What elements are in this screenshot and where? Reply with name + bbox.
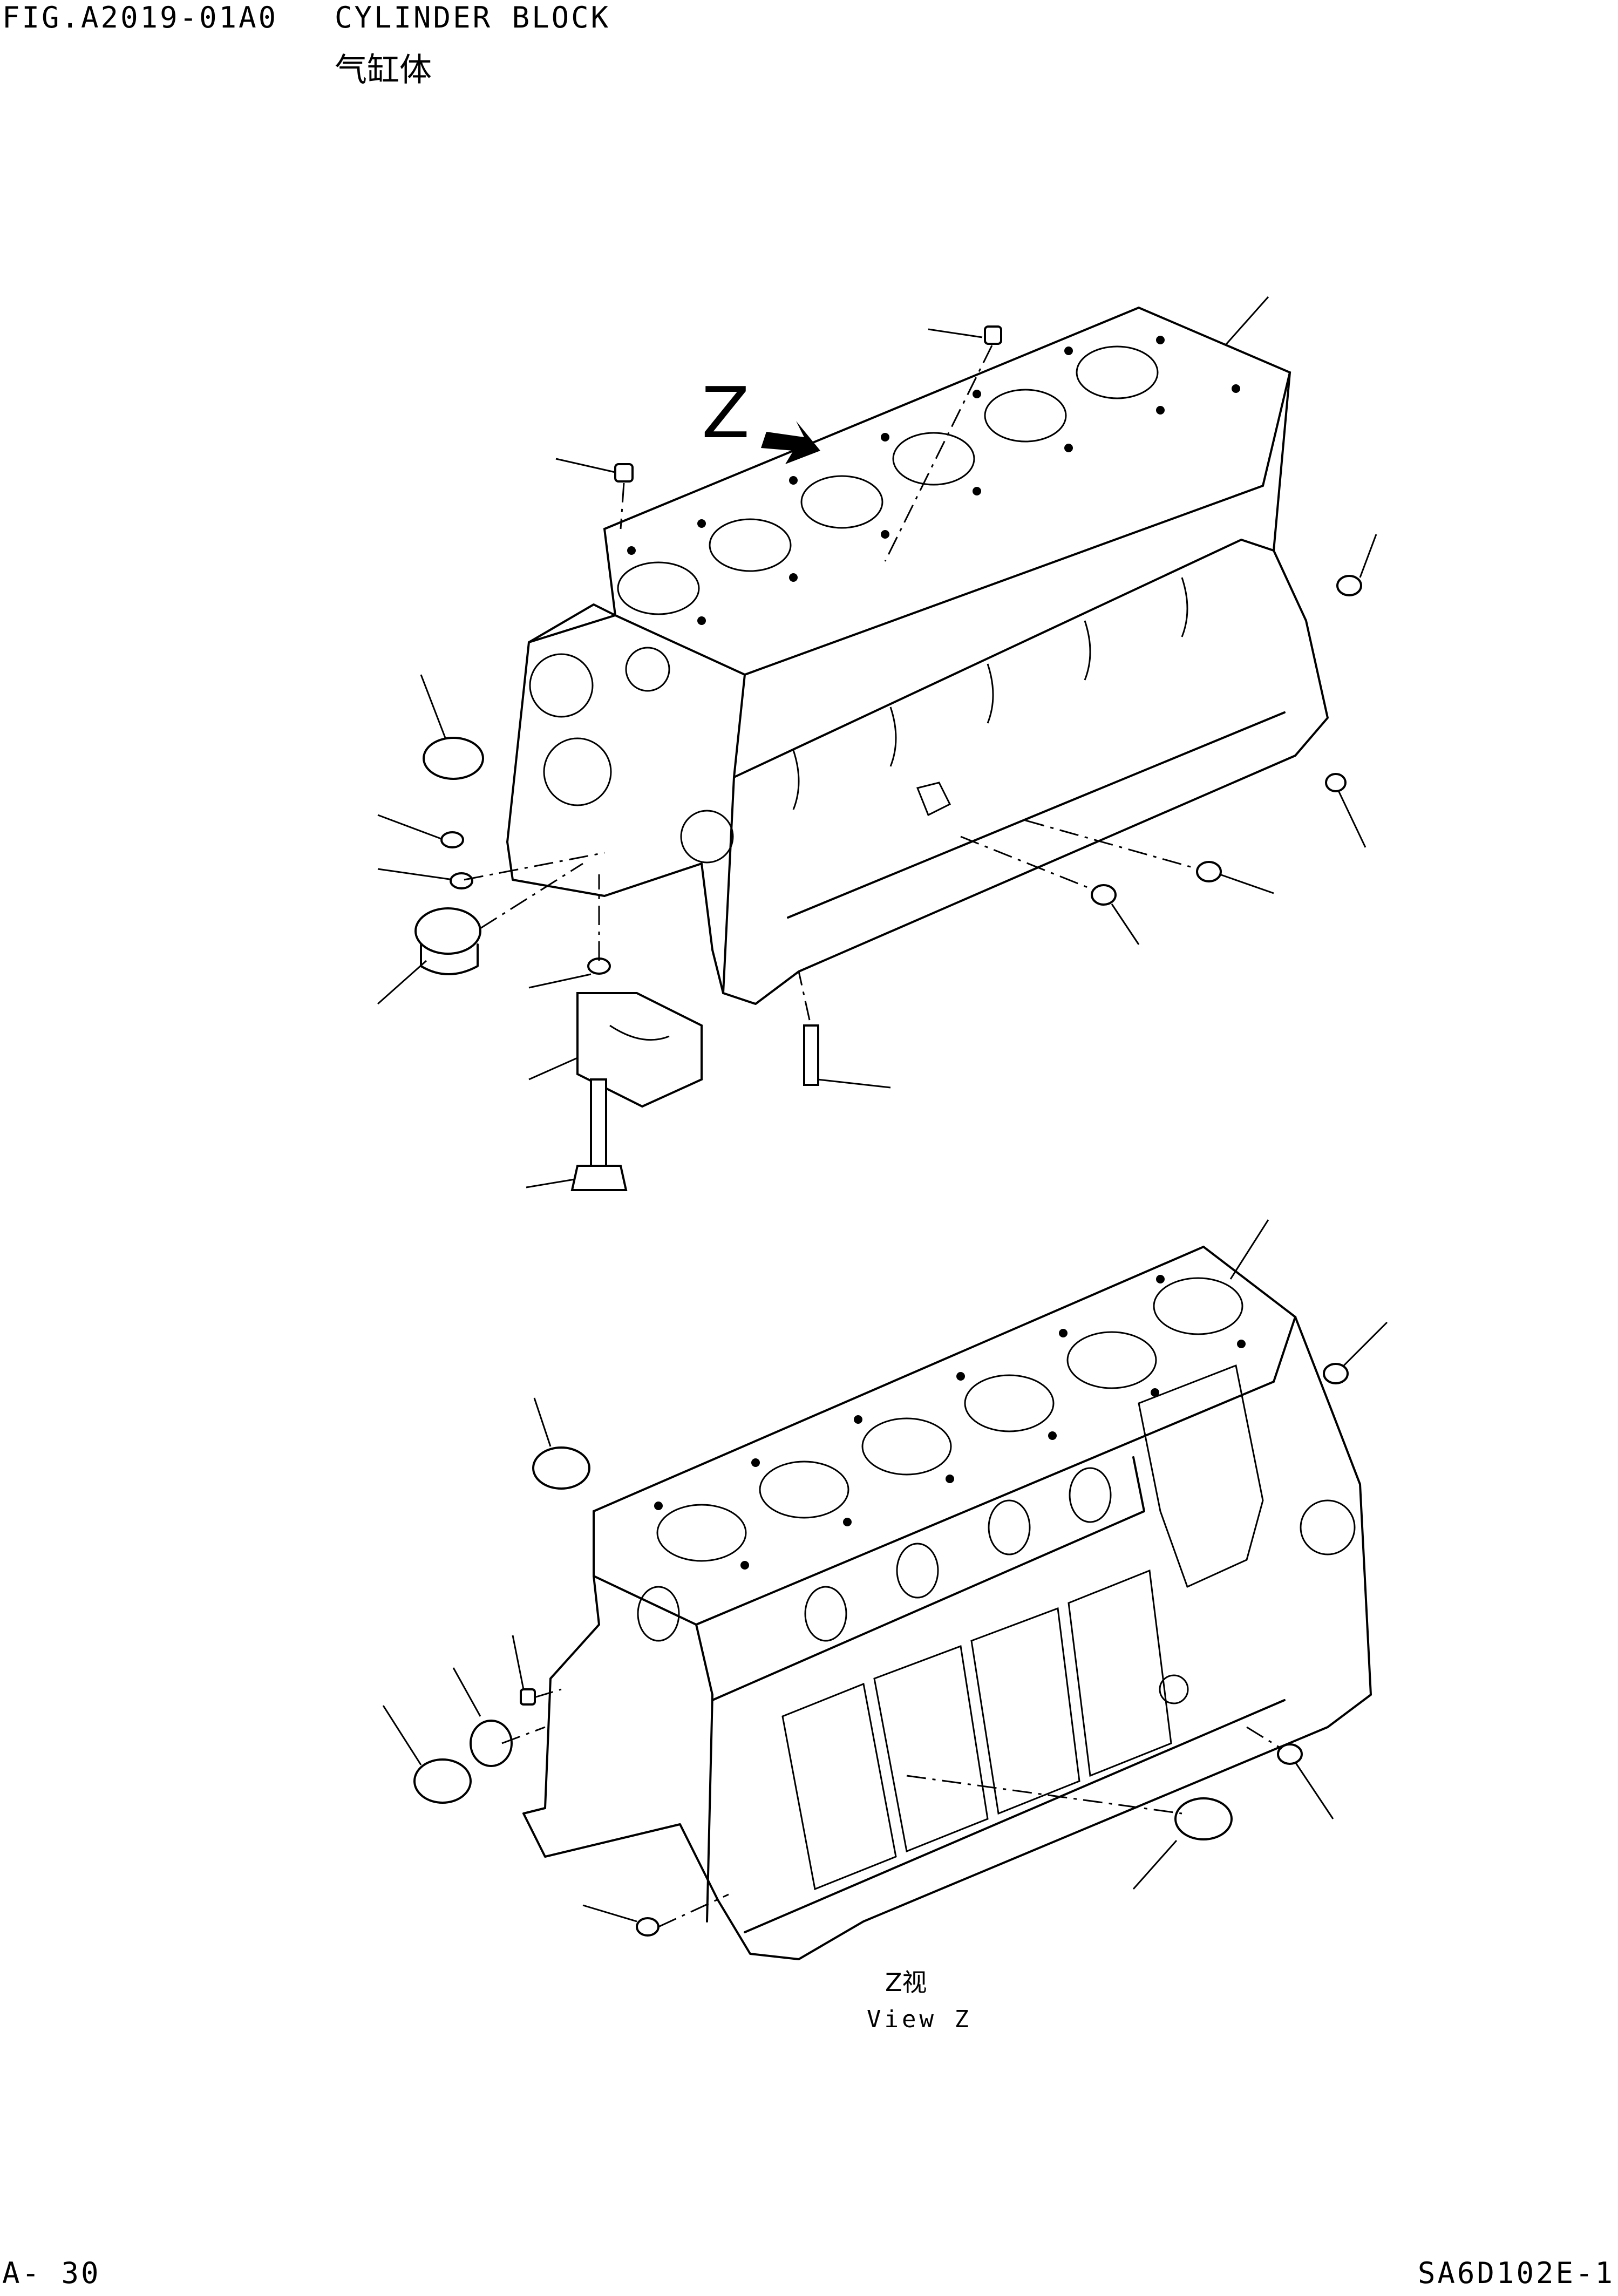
view-label-chinese: Z视 <box>885 1968 927 1997</box>
page-number: A- 30 <box>2 2256 101 2290</box>
lower-block-callouts <box>382 1219 1388 1937</box>
upper-block-callouts <box>377 296 1377 1191</box>
lower-cylinder-block-view-z <box>522 1245 1372 1960</box>
figure-title-english: CYLINDER BLOCK <box>335 1 611 35</box>
reference-code: SA6D102E-1 <box>1417 2256 1615 2290</box>
upper-cylinder-block <box>506 306 1329 1005</box>
figure-title-chinese: 气缸体 <box>335 51 432 89</box>
figure-code: FIG.A2019-01A0 <box>2 1 278 35</box>
view-z-marker: Z <box>702 372 750 454</box>
view-label-english: View Z <box>867 2006 972 2033</box>
